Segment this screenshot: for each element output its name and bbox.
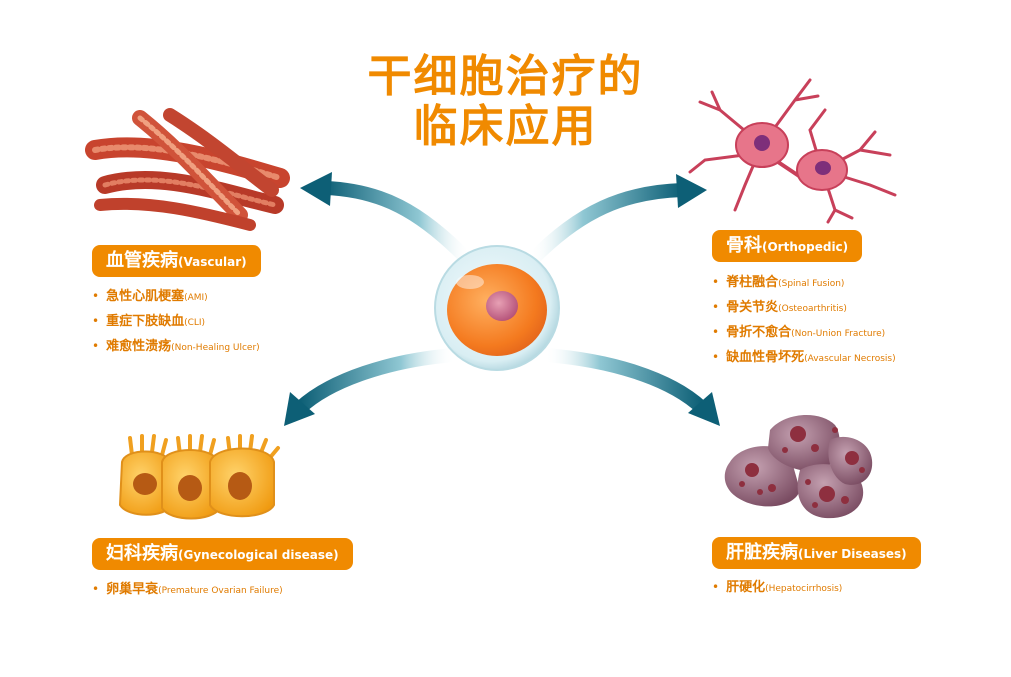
epithelial-cell-icon <box>118 434 280 520</box>
orthopedic-label-cn: 骨科 <box>726 235 762 256</box>
vascular-label-en: (Vascular) <box>178 255 247 269</box>
orthopedic-list: •脊柱融合(Spinal Fusion) •骨关节炎(Osteoarthriti… <box>712 270 896 370</box>
vascular-label: 血管疾病(Vascular) <box>92 245 261 277</box>
vascular-list: •急性心肌梗塞(AMI) •重症下肢缺血(CLI) •难愈性溃疡(Non-Hea… <box>92 284 260 359</box>
page-title: 干细胞治疗的 临床应用 <box>0 52 1011 152</box>
liver-cell-icon <box>724 414 873 519</box>
arrow-to-orthopedic <box>523 174 707 269</box>
list-item: •骨折不愈合(Non-Union Fracture) <box>712 325 886 340</box>
arrow-to-vascular <box>300 172 477 269</box>
arrow-to-liver <box>538 348 720 426</box>
list-item: •难愈性溃疡(Non-Healing Ulcer) <box>92 339 260 354</box>
title-line-1: 干细胞治疗的 <box>367 51 644 102</box>
title-line-2: 临床应用 <box>413 101 598 152</box>
list-item: •缺血性骨坏死(Avascular Necrosis) <box>712 350 896 365</box>
blood-vessel-icon <box>85 108 290 231</box>
liver-label-cn: 肝脏疾病 <box>726 542 798 563</box>
gynecology-label: 妇科疾病(Gynecological disease) <box>92 538 353 570</box>
gynecology-label-cn: 妇科疾病 <box>106 543 178 564</box>
list-item: •卵巢早衰(Premature Ovarian Failure) <box>92 582 283 597</box>
orthopedic-label-en: (Orthopedic) <box>762 240 849 254</box>
liver-label: 肝脏疾病(Liver Diseases) <box>712 537 921 569</box>
list-item: •脊柱融合(Spinal Fusion) <box>712 275 845 290</box>
liver-list: •肝硬化(Hepatocirrhosis) <box>712 575 842 600</box>
list-item: •重症下肢缺血(CLI) <box>92 314 206 329</box>
liver-label-en: (Liver Diseases) <box>798 547 907 561</box>
list-item: •肝硬化(Hepatocirrhosis) <box>712 580 843 595</box>
arrow-to-gynecology <box>284 348 462 426</box>
bone-cell-icon <box>688 78 897 224</box>
list-item: •骨关节炎(Osteoarthritis) <box>712 300 847 315</box>
vascular-label-cn: 血管疾病 <box>106 250 178 271</box>
orthopedic-label: 骨科(Orthopedic) <box>712 230 863 262</box>
gynecology-label-en: (Gynecological disease) <box>178 548 339 562</box>
stem-cell-icon <box>434 245 560 371</box>
gynecology-list: •卵巢早衰(Premature Ovarian Failure) <box>92 577 283 602</box>
list-item: •急性心肌梗塞(AMI) <box>92 289 208 304</box>
